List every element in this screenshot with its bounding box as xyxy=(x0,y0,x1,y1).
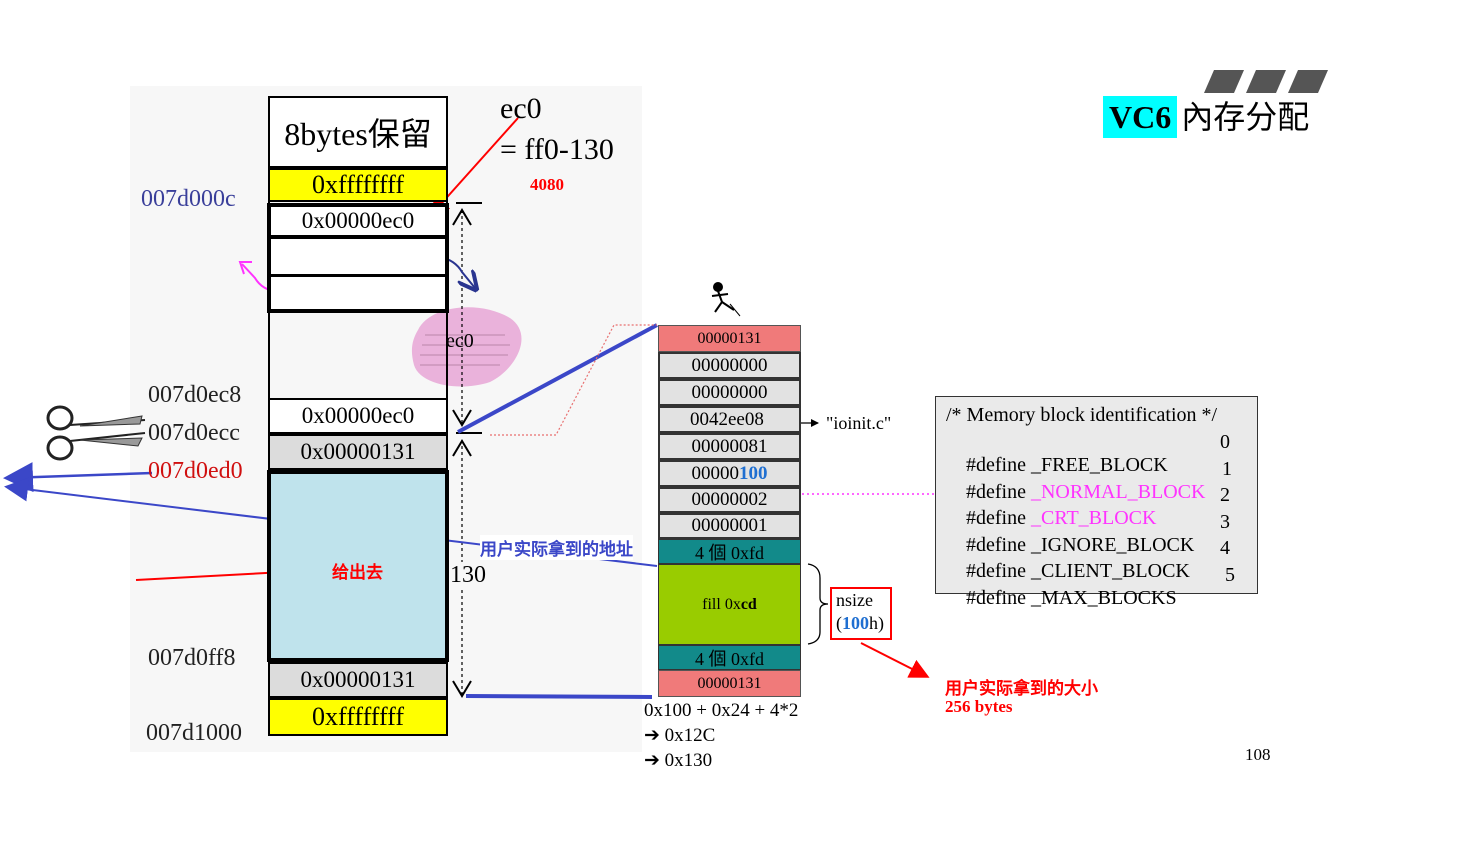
rs-next-ptr: 00000000 xyxy=(658,352,801,379)
rs-filename-ptr: 0042ee08 xyxy=(658,406,801,433)
cookie-bottom-cell: 0x00000131 xyxy=(268,662,448,698)
rs-line-number: 00000081 xyxy=(658,433,801,460)
cloud-shape xyxy=(411,307,522,387)
size-130-label: 130 xyxy=(450,562,486,589)
rs-guard-bottom: 4 個 0xfd xyxy=(658,645,801,670)
define-row: #define _CLIENT_BLOCK xyxy=(966,560,1190,582)
calc-formula: = ff0-130 xyxy=(500,133,614,166)
header-size-cell: 0x00000ec0 xyxy=(271,207,445,239)
title-text: 內存分配 xyxy=(1181,98,1310,136)
define-row: #define _IGNORE_BLOCK xyxy=(966,534,1195,556)
rs-prev-ptr: 00000000 xyxy=(658,379,801,406)
header-block xyxy=(267,203,449,313)
define-value: 2 xyxy=(1220,484,1230,506)
file-ref-label: "ioinit.c" xyxy=(826,413,892,433)
define-row: #define _CRT_BLOCK xyxy=(966,507,1157,529)
title-tag: VC6 xyxy=(1103,96,1178,138)
cookie-top-cell: 0x00000131 xyxy=(268,434,448,470)
define-row: #define _MAX_BLOCKS xyxy=(966,587,1177,609)
formula-line-2: ➔ 0x12C xyxy=(644,724,716,746)
cloud-label: ec0 xyxy=(446,330,474,352)
page-title: VC6 內存分配 xyxy=(1103,96,1309,138)
define-row: #define _FREE_BLOCK xyxy=(966,454,1168,476)
top-fill-cell: 0xffffffff xyxy=(268,168,448,202)
address-007d0ed0: 007d0ed0 xyxy=(148,458,243,484)
define-value: 1 xyxy=(1222,458,1232,480)
address-007d0ec8: 007d0ec8 xyxy=(148,382,242,408)
nsize-box: nsize (100h) xyxy=(830,587,892,640)
reserved-cell: 8bytes保留 xyxy=(268,96,448,168)
calc-ec0: ec0 xyxy=(500,92,542,125)
user-data-block xyxy=(267,470,449,662)
rs-block-use: 00000002 xyxy=(658,487,801,513)
calc-decimal: 4080 xyxy=(530,175,564,194)
address-007d1000: 007d1000 xyxy=(146,720,242,746)
rs-request: 00000001 xyxy=(658,513,801,539)
bottom-fill-cell: 0xffffffff xyxy=(268,698,448,736)
give-out-label: 给出去 xyxy=(332,563,383,582)
user-size-bytes: 256 bytes xyxy=(945,697,1013,716)
rs-guard-top: 4 個 0xfd xyxy=(658,539,801,564)
scissors-icon xyxy=(46,405,146,461)
address-007d000c: 007d000c xyxy=(141,186,236,212)
define-row: #define _NORMAL_BLOCK xyxy=(966,481,1206,503)
lower-size-cell: 0x00000ec0 xyxy=(268,398,448,434)
address-007d0ff8: 007d0ff8 xyxy=(148,645,236,671)
rs-cookie-bottom: 00000131 xyxy=(658,670,801,697)
define-value: 4 xyxy=(1220,537,1230,559)
define-value: 5 xyxy=(1225,564,1235,586)
stick-figure-icon xyxy=(711,282,741,317)
formula-line-1: 0x100 + 0x24 + 4*2 xyxy=(644,700,799,721)
defines-comment: /* Memory block identification */ xyxy=(946,404,1218,426)
define-value: 3 xyxy=(1220,511,1230,533)
arrow-right-icon: ➔ xyxy=(644,724,660,746)
user-size-note: 用户实际拿到的大小 xyxy=(945,679,1098,698)
formula-line-3: ➔ 0x130 xyxy=(644,749,713,771)
define-value: 0 xyxy=(1220,431,1230,453)
user-address-note: 用户实际拿到的地址 xyxy=(480,535,633,560)
arrow-right-icon: ➔ xyxy=(644,749,660,771)
rs-cookie-top: 00000131 xyxy=(658,325,801,352)
address-007d0ecc: 007d0ecc xyxy=(148,420,240,446)
header-divider xyxy=(271,274,445,277)
page-number: 108 xyxy=(1245,745,1271,764)
defines-box xyxy=(935,396,1258,594)
